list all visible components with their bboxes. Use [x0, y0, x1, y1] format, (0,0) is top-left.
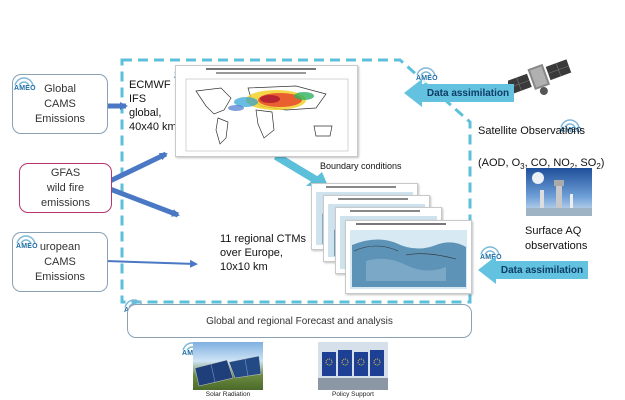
dashed-model-region: [120, 58, 472, 304]
solar-panel-photo: [193, 342, 263, 390]
data-assimilation-arrow-surface: Data assimilation: [478, 256, 588, 284]
arrow-gfas-to-ecmwf: [108, 151, 168, 184]
satellite-icon: [508, 59, 572, 96]
regional-map-front: [345, 220, 472, 294]
surface-station-photo: [526, 168, 592, 216]
ameo-logo-icon: AMEO: [558, 118, 584, 140]
eu-flags-photo: [318, 342, 388, 390]
regional-ctm-label: 11 regional CTMs over Europe, 10x10 km: [220, 233, 306, 273]
boundary-conditions-label: Boundary conditions: [320, 161, 402, 171]
gfas-box: GFAS wild fire emissions: [19, 163, 112, 213]
arrow-boundary: [273, 152, 319, 184]
ameo-logo-icon: AMEO: [12, 76, 38, 98]
forecast-analysis-box: Global and regional Forecast and analysi…: [127, 304, 472, 338]
policy-support-label: Policy Support: [332, 391, 374, 398]
global-forecast-map: [175, 65, 358, 157]
european-cams-box: uropean CAMS Emissions: [12, 232, 108, 292]
arrow-european-cams: [105, 259, 198, 268]
forecast-analysis-label: Global and regional Forecast and analysi…: [206, 315, 393, 327]
european-cams-label: uropean CAMS Emissions: [34, 240, 86, 283]
ameo-logo-icon: AMEO: [14, 234, 40, 256]
ecmwf-label: ECMWF IFS global, 40x40 km: [129, 79, 177, 133]
solar-radiation-label: Solar Radiation: [205, 391, 251, 398]
satellite-observations-label: Satellite Observations (AOD, O3, CO, NO2…: [478, 125, 605, 172]
arrow-gfas-to-regional: [109, 186, 180, 218]
global-cams-label: Global CAMS Emissions: [34, 82, 86, 125]
ameo-logo-icon: AMEO: [414, 66, 440, 88]
data-assimilation-arrow-satellite: Data assimilation: [404, 79, 514, 107]
global-cams-box: Global CAMS Emissions: [12, 74, 108, 134]
gfas-label: GFAS wild fire emissions: [41, 166, 90, 209]
